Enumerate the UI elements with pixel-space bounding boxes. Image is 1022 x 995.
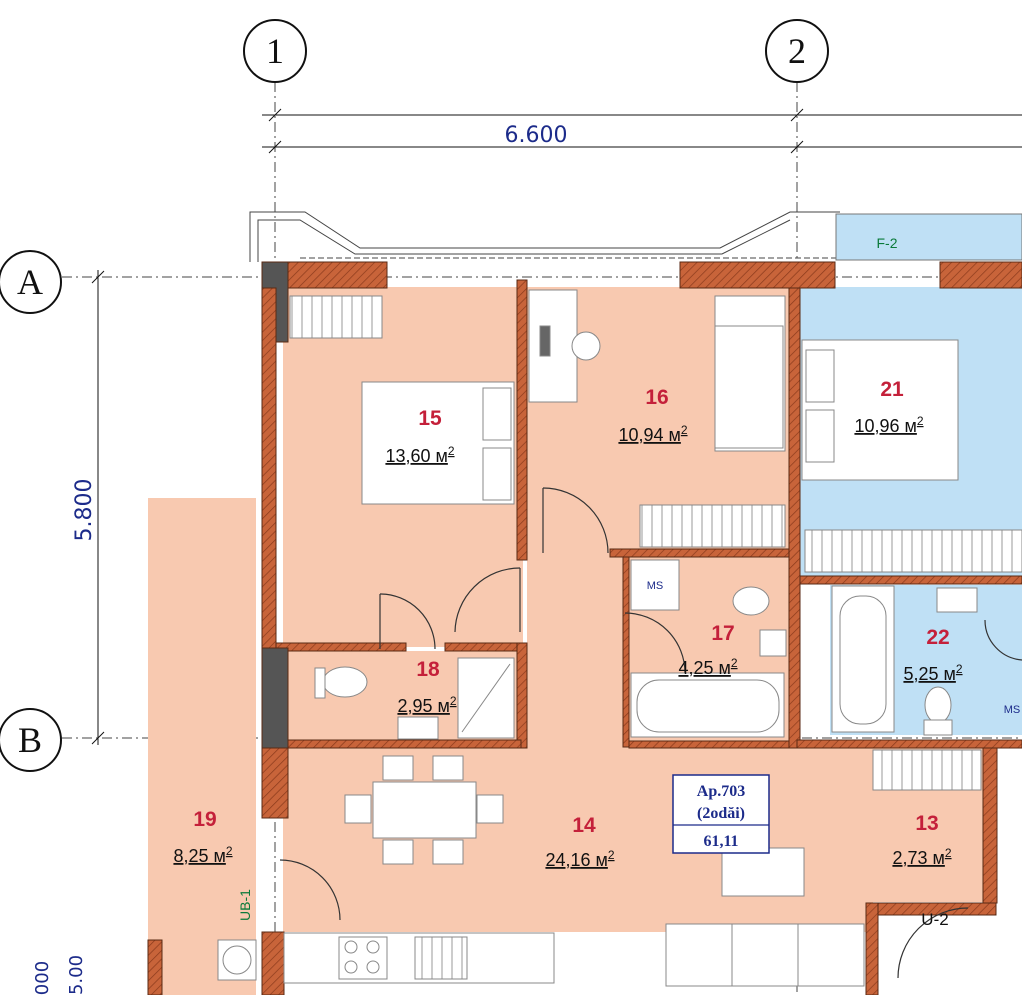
balcony-top xyxy=(249,211,1022,262)
label-f2: F-2 xyxy=(877,235,898,251)
dimension-horizontal xyxy=(262,108,1022,154)
room-label-17: 17 4,25 м2 xyxy=(678,622,737,678)
label-ms-2: MS xyxy=(1004,704,1021,716)
dimension-vertical xyxy=(91,270,105,745)
label-u2: U-2 xyxy=(921,910,948,929)
dimension-bottom-2: 5.00 xyxy=(66,955,87,995)
room-area-17: 4,25 м2 xyxy=(678,656,737,678)
dimension-bottom-1: 000 xyxy=(32,961,53,995)
room-label-16: 16 10,94 м2 xyxy=(618,386,687,445)
axis-bubble-rowA: A xyxy=(0,250,62,314)
room-number-13: 13 xyxy=(915,812,938,835)
furniture xyxy=(217,289,1022,987)
room-area-14: 24,16 м2 xyxy=(545,848,614,870)
dimension-horizontal-text: 6.600 xyxy=(505,123,568,148)
axis-label-col2: 2 xyxy=(788,31,806,71)
room-label-18: 18 2,95 м2 xyxy=(397,658,456,716)
apartment-number: Ap.703 xyxy=(697,783,745,800)
room-area-21: 10,96 м2 xyxy=(854,414,923,436)
room-area-18: 2,95 м2 xyxy=(397,694,456,716)
room-number-16: 16 xyxy=(645,386,668,409)
room-number-22: 22 xyxy=(926,626,949,649)
room-area-22: 5,25 м2 xyxy=(903,662,962,684)
room-label-15: 15 13,60 м2 xyxy=(385,407,454,466)
axis-bubble-col2: 2 xyxy=(765,19,829,83)
apartment-area: 61,11 xyxy=(703,833,738,850)
label-ms-1: MS xyxy=(647,580,664,592)
axis-bubble-rowB: B xyxy=(0,708,62,772)
apartment-info-box: Ap.703 (2odăi) 61,11 xyxy=(672,774,770,854)
axis-label-rowB: B xyxy=(18,720,42,760)
apartment-rooms: (2odăi) xyxy=(697,805,745,822)
loggia-f2 xyxy=(835,213,1022,261)
dimension-vertical-text: 5.800 xyxy=(72,479,97,542)
axis-bubble-col1: 1 xyxy=(243,19,307,83)
room-area-13: 2,73 м2 xyxy=(892,846,951,868)
floor-room-14 xyxy=(283,747,873,932)
floor-corridor xyxy=(527,549,623,749)
walls xyxy=(147,261,1022,995)
door-swings xyxy=(279,487,1022,979)
room-label-21: 21 10,96 м2 xyxy=(854,378,923,436)
room-number-15: 15 xyxy=(418,407,442,430)
axis-label-col1: 1 xyxy=(266,31,284,71)
room-label-19: 19 8,25 м2 xyxy=(173,808,232,866)
room-area-15: 13,60 м2 xyxy=(385,444,454,466)
room-label-22: 22 5,25 м2 xyxy=(903,626,962,684)
room-number-21: 21 xyxy=(880,378,904,401)
room-area-16: 10,94 м2 xyxy=(618,423,687,445)
label-ub1: UB-1 xyxy=(237,889,253,921)
axis-label-rowA: A xyxy=(17,262,43,302)
room-label-13: 13 2,73 м2 xyxy=(892,812,951,868)
floor-room-19 xyxy=(148,498,256,995)
room-area-19: 8,25 м2 xyxy=(173,844,232,866)
room-number-18: 18 xyxy=(416,658,440,681)
room-number-14: 14 xyxy=(572,814,596,837)
room-label-14: 14 24,16 м2 xyxy=(545,814,614,870)
room-number-17: 17 xyxy=(711,622,734,645)
room-number-19: 19 xyxy=(193,808,216,831)
